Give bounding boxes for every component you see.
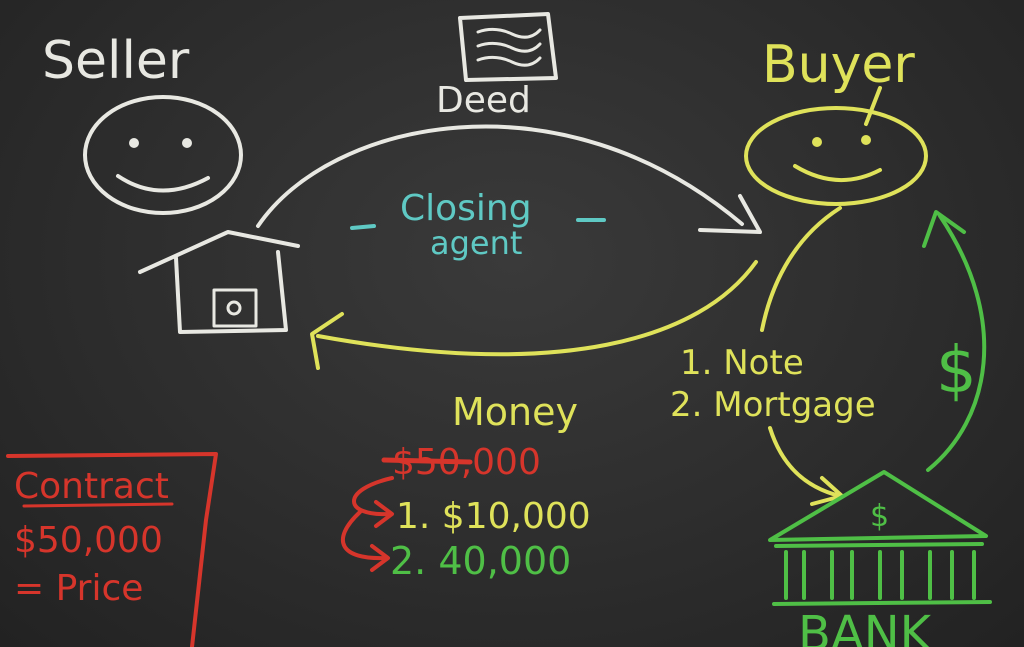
contract-amount: $50,000 [14,520,163,561]
payment-2-label: 2. 40,000 [390,539,571,583]
payment-1-label: 1. $10,000 [396,496,591,537]
buyer-label: Buyer [762,35,915,95]
bank-to-buyer-arrow [922,210,987,472]
money-label: Money [452,390,578,434]
bank-dollar-label: $ [870,499,889,534]
house-icon [138,230,300,334]
split-arrows [340,476,394,572]
deed-transfer-arrow [256,124,762,234]
seller-face [83,95,243,215]
buyer-face [744,106,928,206]
note-label: 1. Note [680,343,804,383]
closing-agent: Closing agent [350,188,606,262]
contract-price: = Price [14,568,143,609]
money-transfer-arrow [310,260,758,370]
bank-label: BANK [798,606,933,647]
seller-label: Seller [42,31,190,91]
bank-building-icon: $ [768,470,992,606]
deed-label: Deed [436,80,531,121]
closing-label-line1: Closing [400,188,532,229]
contract-box [6,452,218,647]
mortgage-label: 2. Mortgage [670,385,876,425]
mortgage-to-bank-arrow [768,426,844,506]
deed-document-icon [458,12,558,82]
contract-title: Contract [14,466,169,507]
buyer-note-line [760,206,842,332]
closing-label-line2: agent [430,224,522,262]
dollar-sign-label: $ [936,334,977,408]
